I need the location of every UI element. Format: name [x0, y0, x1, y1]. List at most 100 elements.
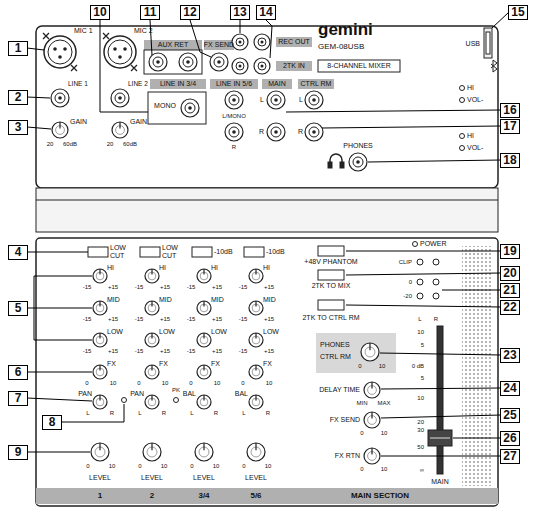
callout-number: 6 — [8, 365, 28, 380]
panel-label: 0 — [86, 463, 89, 470]
rca-jack — [254, 34, 270, 50]
knob-pointer — [255, 365, 256, 371]
panel-label: MIN — [357, 400, 368, 407]
panel-label: HI — [211, 264, 218, 272]
knob — [52, 122, 68, 138]
panel-label: +15 — [108, 316, 118, 323]
panel-label: MIC 2 — [134, 27, 153, 35]
rca-pin — [261, 41, 264, 44]
panel-label: LINE 2 — [128, 80, 148, 87]
callout-number: 7 — [8, 391, 28, 406]
panel-label: BAL — [235, 390, 248, 398]
knob-pointer — [151, 333, 152, 339]
callout-number: 4 — [8, 245, 28, 260]
section-header: AUX RET — [158, 41, 188, 49]
panel-label: HI — [263, 264, 270, 272]
knob-pointer — [99, 365, 100, 371]
panel-label: L — [299, 96, 303, 104]
callout-number: 20 — [500, 266, 520, 281]
fader-scale: 10 — [417, 395, 424, 402]
jack-nut — [225, 123, 243, 141]
callout-number: 12 — [180, 5, 200, 20]
panel-label: MID — [211, 296, 224, 304]
knob-pointer — [119, 122, 120, 128]
fader-scale: 5 — [421, 342, 424, 349]
jack-nut — [267, 123, 285, 141]
panel-label: 0 — [242, 463, 245, 470]
knob — [361, 343, 379, 361]
jack-nut — [51, 89, 69, 107]
panel-label: LOW CUT — [162, 244, 186, 259]
panel-label: L — [138, 410, 141, 417]
rca-ring — [236, 38, 244, 46]
panel-label: BAL — [183, 390, 196, 398]
panel-label: +15 — [160, 316, 170, 323]
panel-label: FX — [159, 360, 168, 368]
panel-label: +15 — [212, 316, 222, 323]
panel-label: LOW — [263, 328, 279, 336]
knob-pointer — [151, 301, 152, 307]
callout-number: 11 — [140, 5, 160, 20]
panel-label: PHONES — [320, 341, 350, 349]
panel-label: 10 — [266, 380, 273, 387]
callout-number: 26 — [500, 431, 520, 446]
panel-label: +15 — [264, 284, 274, 291]
jack-hole — [186, 60, 190, 64]
jack-socket — [229, 127, 239, 137]
panel-label: 10 — [265, 463, 272, 470]
callout-number: 23 — [500, 348, 520, 363]
panel-label: 10 — [162, 380, 169, 387]
panel-label: FX — [211, 360, 220, 368]
panel-label: -15 — [83, 284, 92, 291]
knob-pointer — [203, 443, 204, 450]
knob-pointer — [99, 269, 100, 275]
panel-label: L — [86, 410, 89, 417]
knob — [249, 395, 263, 409]
jack-hole — [232, 130, 236, 134]
jack-hole — [188, 106, 192, 110]
callout-number: 1 — [8, 41, 28, 56]
screw-mark — [43, 33, 49, 39]
jack-socket — [185, 103, 195, 113]
fader-scale: ∞ — [420, 467, 424, 474]
panel-label: R — [110, 410, 114, 417]
jack-socket — [153, 57, 163, 67]
knob-pointer — [255, 443, 256, 450]
switch-button — [192, 247, 212, 257]
panel-label: HI — [467, 132, 474, 140]
panel-label: -15 — [135, 316, 144, 323]
panel-label: R — [232, 144, 236, 151]
panel-label: L — [418, 316, 421, 323]
panel-label: 2TK TO CTRL RM — [302, 314, 359, 322]
panel-label: +15 — [212, 284, 222, 291]
panel-label: -15 — [83, 348, 92, 355]
knob — [112, 122, 128, 138]
panel-label: +15 — [108, 284, 118, 291]
panel-label: 0 — [138, 463, 141, 470]
panel-label: +15 — [264, 348, 274, 355]
callout-number: 19 — [500, 244, 520, 259]
rca-ring — [258, 38, 266, 46]
panel-label: 0 — [85, 380, 88, 387]
knob-pointer — [203, 365, 204, 371]
panel-label: MID — [107, 296, 120, 304]
fader-scale: 5 — [421, 375, 424, 382]
panel-label: 0 — [189, 380, 192, 387]
panel-label: -15 — [187, 284, 196, 291]
panel-label: L — [190, 410, 193, 417]
panel-label: VOL- — [467, 144, 483, 152]
panel-label: 10 — [213, 463, 220, 470]
knob — [145, 269, 159, 283]
knob-pointer — [203, 301, 204, 307]
panel-label: PAN — [78, 390, 92, 398]
panel-label: +15 — [264, 316, 274, 323]
knob — [91, 443, 109, 461]
knob — [247, 443, 265, 461]
jack-socket — [271, 95, 281, 105]
jack-hole — [118, 96, 122, 100]
panel-label: 10 — [110, 380, 117, 387]
panel-label: R — [259, 128, 264, 136]
xlr-jack — [44, 36, 76, 68]
screw-mark — [71, 65, 77, 71]
panel-label: 10 — [379, 363, 386, 370]
